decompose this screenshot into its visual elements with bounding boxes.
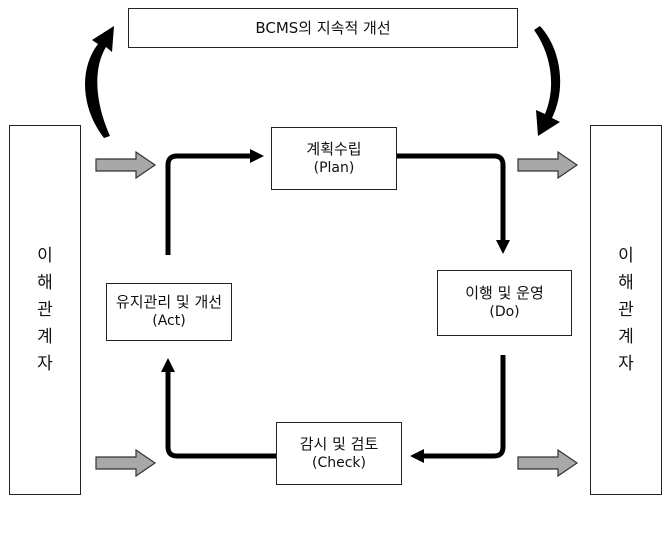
check-to-act-line bbox=[165, 372, 276, 459]
left-curved-arrow bbox=[85, 26, 114, 138]
stakeholder-char: 계 bbox=[37, 326, 53, 347]
do-to-check-head bbox=[410, 449, 424, 463]
act-to-plan-line bbox=[165, 153, 250, 255]
check-box: 감시 및 검토 (Check) bbox=[276, 422, 402, 485]
plan-subtitle: (Plan) bbox=[313, 159, 355, 176]
plan-title: 계획수립 bbox=[306, 139, 362, 158]
input-arrow-bottom-left bbox=[95, 448, 157, 478]
continuous-improvement-banner: BCMS의 지속적 개선 bbox=[128, 8, 518, 48]
input-arrow-top-left bbox=[95, 150, 157, 180]
stakeholder-char: 이 bbox=[618, 245, 634, 266]
stakeholder-char: 이 bbox=[37, 245, 53, 266]
stakeholders-left: 이 해 관 계 자 bbox=[9, 125, 81, 495]
stakeholder-char: 해 bbox=[37, 272, 53, 293]
output-arrow-bottom-right bbox=[517, 448, 579, 478]
plan-to-do-line bbox=[397, 153, 506, 240]
do-title: 이행 및 운영 bbox=[465, 284, 544, 302]
plan-box: 계획수립 (Plan) bbox=[271, 127, 397, 190]
do-subtitle: (Do) bbox=[489, 304, 520, 320]
act-title: 유지관리 및 개선 bbox=[115, 293, 223, 311]
act-to-plan-head bbox=[250, 149, 264, 163]
stakeholder-char: 관 bbox=[37, 299, 53, 320]
stakeholder-char: 해 bbox=[618, 272, 634, 293]
stakeholder-char: 관 bbox=[618, 299, 634, 320]
output-arrow-top-right bbox=[517, 150, 579, 180]
act-box: 유지관리 및 개선 (Act) bbox=[106, 283, 232, 341]
plan-to-do-head bbox=[496, 240, 510, 254]
right-curved-arrow bbox=[534, 26, 561, 136]
stakeholders-right: 이 해 관 계 자 bbox=[590, 125, 662, 495]
check-title: 감시 및 검토 bbox=[299, 434, 379, 453]
check-to-act-head bbox=[161, 358, 175, 372]
act-subtitle: (Act) bbox=[152, 313, 186, 329]
stakeholder-char: 계 bbox=[618, 326, 634, 347]
do-to-check-line bbox=[424, 355, 506, 459]
banner-text: BCMS의 지속적 개선 bbox=[255, 18, 391, 37]
stakeholder-char: 자 bbox=[37, 353, 53, 374]
do-box: 이행 및 운영 (Do) bbox=[437, 270, 572, 336]
check-subtitle: (Check) bbox=[312, 454, 366, 471]
stakeholder-char: 자 bbox=[618, 353, 634, 374]
